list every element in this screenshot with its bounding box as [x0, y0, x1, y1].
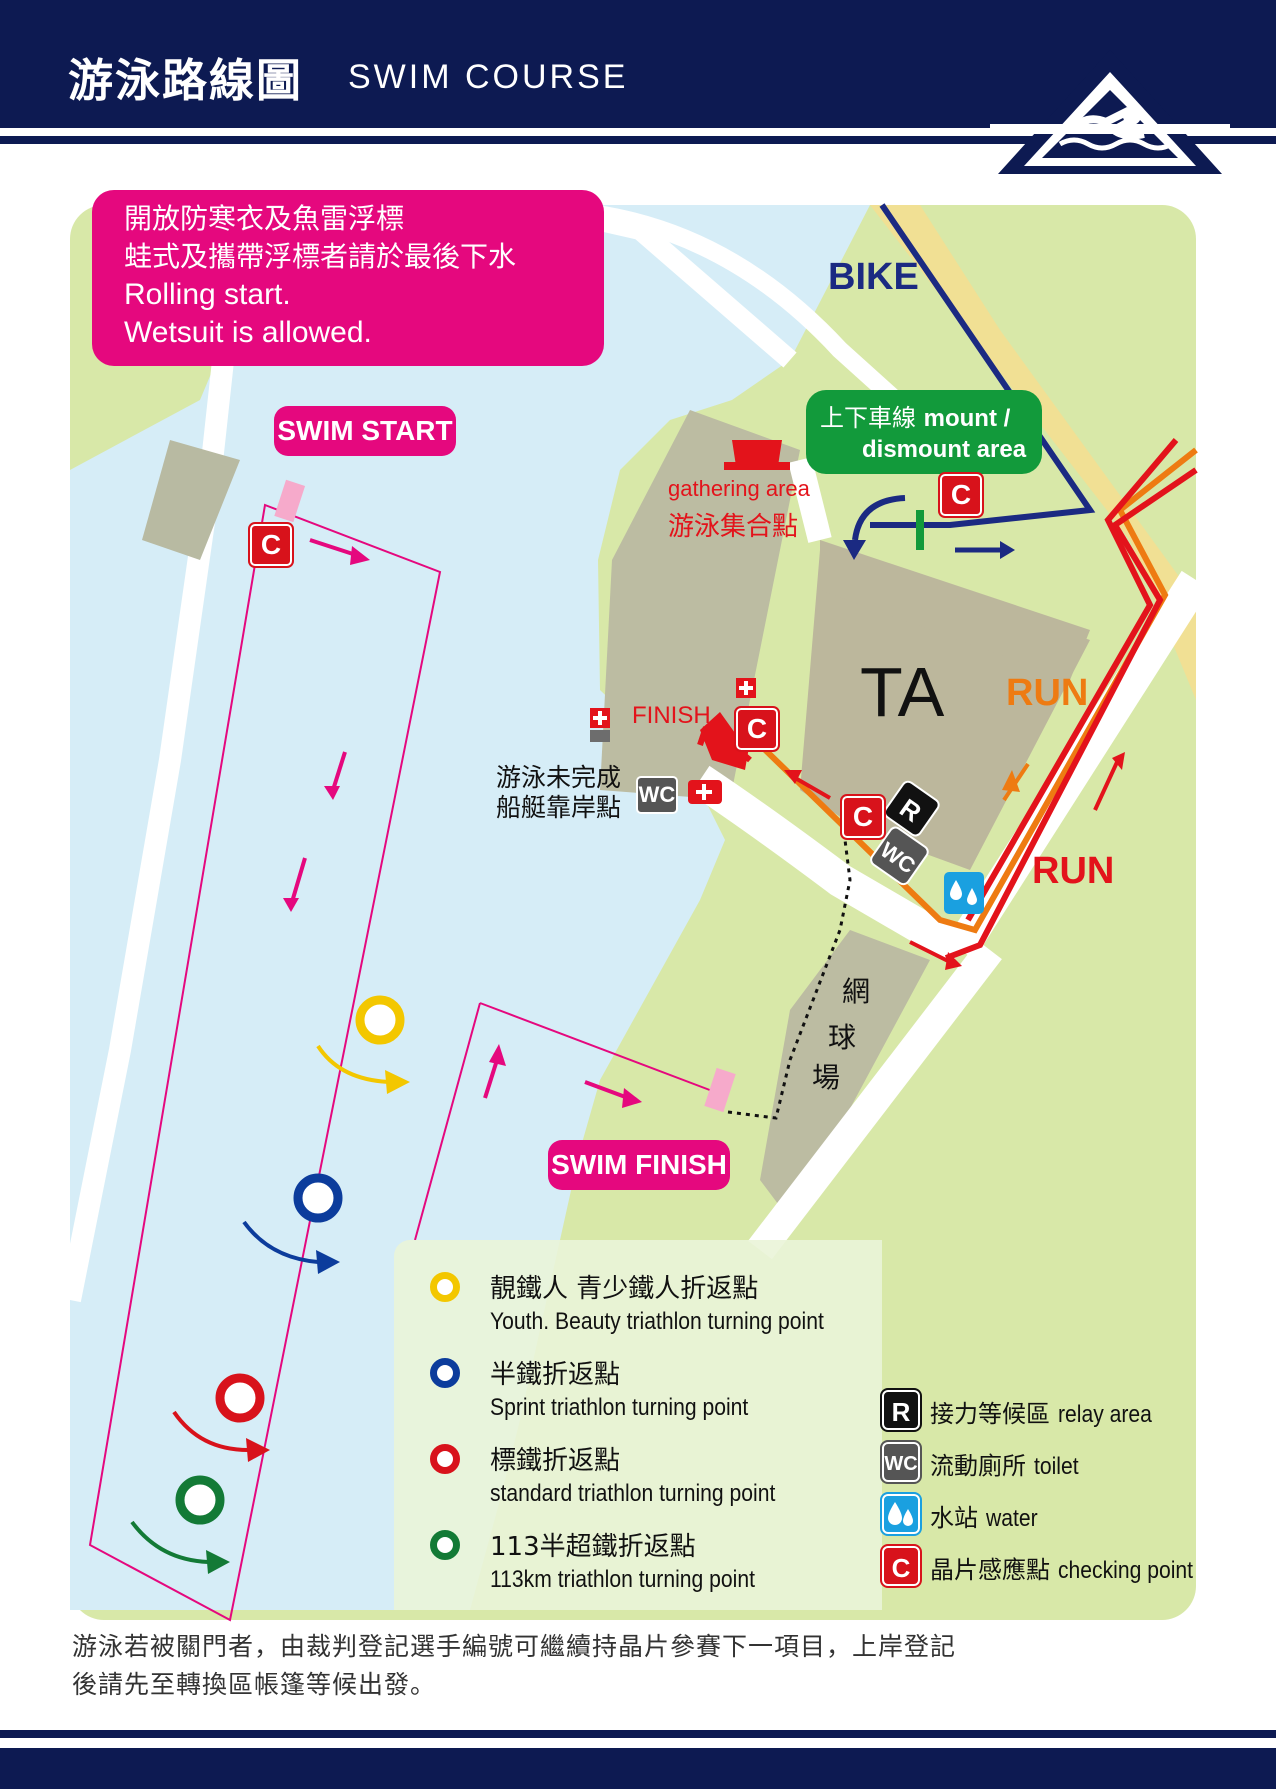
boat-dock-line-1: 游泳未完成	[496, 763, 622, 792]
gathering-area-zh: 游泳集合點	[668, 512, 799, 542]
footer-stripe	[0, 1730, 1276, 1738]
legend-checkpoint-en: checking point	[1057, 1557, 1193, 1584]
swim-start-label: SWIM START	[274, 406, 456, 456]
blue-turning-point-icon	[430, 1358, 460, 1388]
tennis-court-char-1: 網	[842, 975, 871, 1008]
legend-yellow-en: Youth. Beauty triathlon turning point	[490, 1308, 824, 1335]
legend-relay-label: 接力等候區 relay area	[930, 1394, 1164, 1429]
toilet-map-icon: WC	[636, 776, 678, 814]
footnote-line-1: 游泳若被關門者，由裁判登記選手編號可繼續持晶片參賽下一項目，上岸登記	[72, 1632, 957, 1661]
boat-dock-line-2: 船艇靠岸點	[496, 793, 622, 822]
mount-en-1: mount /	[923, 405, 1011, 432]
tennis-court-char-3: 場	[812, 1061, 841, 1094]
notice-line-4: Wetsuit is allowed.	[124, 316, 372, 349]
page-title-zh: 游泳路線圖	[68, 54, 304, 107]
checkpoint-icon: C	[248, 522, 294, 568]
legend-green-en: 113km triathlon turning point	[490, 1566, 755, 1593]
legend-toilet-label: 流動廁所 toilet	[930, 1446, 1084, 1481]
yellow-turning-point-icon	[430, 1272, 460, 1302]
legend-water-en: water	[985, 1505, 1038, 1532]
legend-red-zh: 標鐵折返點	[490, 1446, 621, 1476]
water-icon	[880, 1492, 922, 1536]
legend-checkpoint-label: 晶片感應點 checking point	[930, 1550, 1211, 1585]
legend-toilet-zh: 流動廁所	[930, 1452, 1026, 1480]
relay-icon: R	[880, 1388, 922, 1432]
mount-zh: 上下車線	[820, 404, 916, 432]
tennis-court-char-2: 球	[828, 1021, 857, 1054]
run-label-orange: RUN	[1006, 672, 1089, 714]
cutoff-footnote: 游泳若被關門者，由裁判登記選手編號可繼續持晶片參賽下一項目，上岸登記 後請先至轉…	[72, 1628, 956, 1704]
notice-line-3: Rolling start.	[124, 278, 291, 311]
legend-relay-en: relay area	[1057, 1401, 1152, 1428]
legend-water-zh: 水站	[930, 1504, 978, 1532]
checkpoint-icon: C	[840, 794, 886, 840]
finish-label: FINISH	[632, 702, 711, 729]
legend-yellow-zh: 靚鐵人 青少鐵人折返點	[490, 1274, 759, 1304]
mount-en-2: dismount area	[862, 436, 1027, 463]
notice-line-2: 蛙式及攜帶浮標者請於最後下水	[124, 240, 517, 273]
toilet-icon: WC	[880, 1440, 922, 1484]
legend-water-label: 水站 water	[930, 1498, 1044, 1533]
checkpoint-icon: C	[938, 472, 984, 518]
legend-checkpoint-zh: 晶片感應點	[930, 1556, 1050, 1584]
legend-panel	[394, 1240, 882, 1610]
legend-blue-zh: 半鐵折返點	[490, 1360, 621, 1390]
header-stripe	[0, 136, 1276, 144]
rolling-start-notice: 開放防寒衣及魚雷浮標 蛙式及攜帶浮標者請於最後下水 Rolling start.…	[92, 190, 604, 366]
transition-area-label: TA	[860, 653, 945, 731]
swim-finish-label: SWIM FINISH	[548, 1140, 730, 1190]
legend-toilet-en: toilet	[1033, 1453, 1079, 1480]
footer-bar	[0, 1748, 1276, 1789]
page-title-en: SWIM COURSE	[348, 58, 629, 96]
footnote-line-2: 後請先至轉換區帳篷等候出發。	[72, 1670, 437, 1699]
notice-line-1: 開放防寒衣及魚雷浮標	[124, 202, 405, 235]
mount-dismount-label: 上下車線 mount / dismount area	[806, 390, 1042, 474]
red-turning-point-icon	[430, 1444, 460, 1474]
water-drops-icon	[888, 1502, 913, 1526]
swim-logo-icon	[990, 50, 1230, 174]
bike-label: BIKE	[828, 256, 919, 298]
gathering-area-en: gathering area	[668, 476, 810, 501]
legend-red-en: standard triathlon turning point	[490, 1480, 776, 1507]
green-turning-point-icon	[430, 1530, 460, 1560]
run-label-red: RUN	[1032, 850, 1115, 892]
legend-green-zh: 113半超鐵折返點	[490, 1532, 696, 1562]
checkpoint-icon: C	[734, 706, 780, 752]
checkpoint-icon: C	[880, 1544, 922, 1588]
legend-blue-en: Sprint triathlon turning point	[490, 1394, 749, 1421]
legend-relay-zh: 接力等候區	[930, 1400, 1050, 1428]
